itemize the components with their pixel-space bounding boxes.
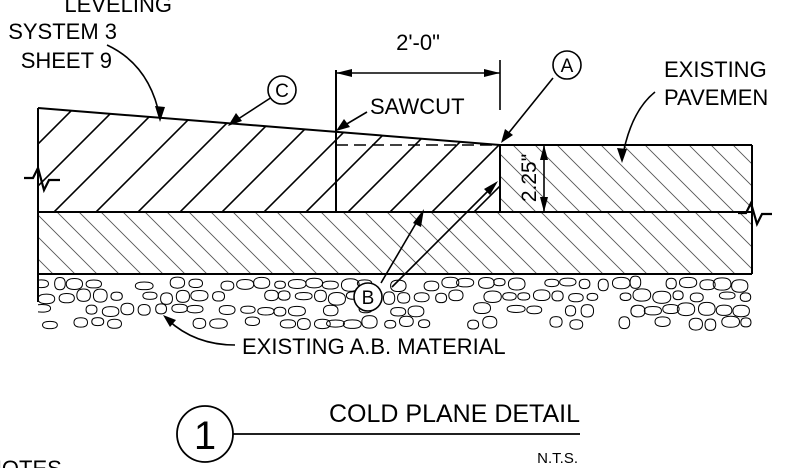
callout-c-circle [267, 75, 297, 105]
detail-title: COLD PLANE DETAIL [329, 400, 580, 428]
leveling-label-2: SYSTEM 3 [8, 19, 117, 44]
callout-c-letter: C [275, 81, 289, 102]
callout-b-leader-1 [380, 212, 423, 284]
existing-pavement-label-2: PAVEMEN [664, 85, 768, 110]
lower-pavement-hatch [38, 212, 752, 274]
callout-a-leader [502, 77, 554, 141]
aggregate-base-pattern [38, 275, 752, 331]
section-outlines [37, 70, 753, 302]
new-surface-line [37, 107, 501, 146]
detail-number: 1 [194, 414, 216, 458]
callout-c-arrow [228, 113, 242, 126]
sawcut-arrow [336, 119, 350, 131]
callout-a-arrow [501, 129, 513, 143]
existing-pavement-hatch [500, 145, 752, 212]
existing-pavement-label-1: EXISTING [664, 57, 767, 82]
dim-arrow-top [540, 145, 548, 160]
callout-b-circle [353, 282, 383, 312]
notes-heading: NOTES [0, 456, 62, 468]
width-dimension-label: 2'-0" [396, 30, 440, 55]
callout-b-arrow-2 [484, 181, 498, 195]
base-material-label: EXISTING A.B. MATERIAL [242, 334, 506, 359]
leveling-label-1: LEVELING [64, 0, 172, 17]
dim-arrow-left [336, 69, 352, 77]
right-break-symbol [738, 199, 772, 228]
leveling-label-3: SHEET 9 [21, 48, 112, 73]
leveling-arrow [155, 106, 165, 122]
scale-label: N.T.S. [537, 450, 578, 467]
callout-b-arrow-1 [413, 209, 424, 227]
leveling-leader [106, 44, 161, 119]
callout-b-letter: B [362, 288, 375, 309]
callout-b-leader-2 [391, 182, 497, 288]
width-dimension [336, 60, 501, 110]
callout-a-circle [552, 50, 582, 80]
base-material-leader [167, 319, 236, 346]
dim-arrow-right [484, 69, 500, 77]
base-material-arrow [163, 315, 176, 327]
left-break-symbol [24, 164, 60, 194]
callout-a-letter: A [561, 56, 574, 77]
dim-arrow-bottom [540, 197, 548, 212]
depth-dimension-label: 2.25" [518, 154, 541, 202]
sawcut-label: SAWCUT [370, 94, 465, 119]
existing-pavement-arrow [617, 148, 627, 163]
